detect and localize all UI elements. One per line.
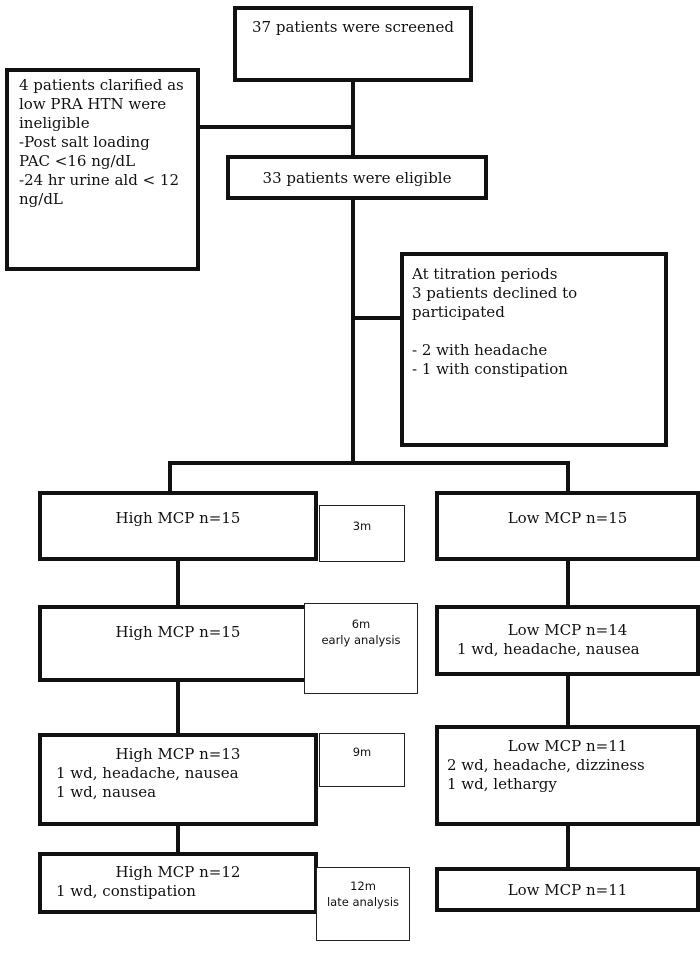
low-mcp-6m-count: Low MCP n=14 xyxy=(507,621,628,639)
high-mcp-3m-box: High MCP n=15 xyxy=(38,491,318,561)
low-mcp-3m-count: Low MCP n=15 xyxy=(507,509,628,527)
eligible-box: 33 patients were eligible xyxy=(226,155,488,200)
titration-box: At titration periods 3 patients declined… xyxy=(400,252,668,447)
low-mcp-12m-box: Low MCP n=11 xyxy=(435,867,700,912)
timepoint-9m-label: 9m xyxy=(352,745,372,759)
timepoint-6m-label: 6m xyxy=(351,617,371,631)
ineligible-text-5: PAC <16 ng/dL xyxy=(19,152,136,170)
low-mcp-9m-box: Low MCP n=11 2 wd, headache, dizziness 1… xyxy=(435,725,700,826)
ineligible-text-6: -24 hr urine ald < 12 xyxy=(19,171,179,189)
timepoint-12m-box: 12m late analysis xyxy=(316,867,410,941)
titration-text-1: At titration periods xyxy=(412,265,558,283)
titration-text-6: - 1 with constipation xyxy=(412,360,568,378)
screened-box: 37 patients were screened xyxy=(233,6,473,82)
low-mcp-9m-wd-1: 2 wd, headache, dizziness xyxy=(447,756,645,774)
ineligible-text-3: ineligible xyxy=(19,114,90,132)
titration-text-4 xyxy=(412,322,664,341)
timepoint-6m-note: early analysis xyxy=(321,633,401,647)
low-mcp-6m-wd-1: 1 wd, headache, nausea xyxy=(457,640,640,658)
high-mcp-9m-count: High MCP n=13 xyxy=(115,745,241,763)
high-mcp-12m-box: High MCP n=12 1 wd, constipation xyxy=(38,852,318,914)
low-mcp-6m-box: Low MCP n=14 1 wd, headache, nausea xyxy=(435,605,700,676)
timepoint-3m-label: 3m xyxy=(352,519,372,533)
timepoint-12m-label: 12m xyxy=(350,879,376,893)
ineligible-text-4: -Post salt loading xyxy=(19,133,150,151)
high-mcp-12m-count: High MCP n=12 xyxy=(115,863,241,881)
titration-text-3: participated xyxy=(412,303,505,321)
low-mcp-12m-count: Low MCP n=11 xyxy=(507,881,628,899)
timepoint-6m-box: 6m early analysis xyxy=(304,603,418,694)
high-mcp-3m-count: High MCP n=15 xyxy=(115,509,241,527)
low-mcp-3m-box: Low MCP n=15 xyxy=(435,491,700,561)
high-mcp-9m-wd-1: 1 wd, headache, nausea xyxy=(56,764,239,782)
ineligible-box: 4 patients clarified as low PRA HTN were… xyxy=(5,68,200,271)
high-mcp-9m-wd-2: 1 wd, nausea xyxy=(56,783,157,801)
titration-text-2: 3 patients declined to xyxy=(412,284,578,302)
timepoint-12m-note: late analysis xyxy=(326,895,400,909)
timepoint-3m-box: 3m xyxy=(319,505,405,562)
high-mcp-9m-box: High MCP n=13 1 wd, headache, nausea 1 w… xyxy=(38,733,318,826)
low-mcp-9m-wd-2: 1 wd, lethargy xyxy=(447,775,557,793)
ineligible-text-2: low PRA HTN were xyxy=(19,95,167,113)
ineligible-text-7: ng/dL xyxy=(19,190,63,208)
low-mcp-9m-count: Low MCP n=11 xyxy=(507,737,628,755)
high-mcp-6m-count: High MCP n=15 xyxy=(115,623,241,641)
ineligible-text-1: 4 patients clarified as xyxy=(19,76,184,94)
high-mcp-12m-wd-1: 1 wd, constipation xyxy=(56,882,196,900)
titration-text-5: - 2 with headache xyxy=(412,341,548,359)
high-mcp-6m-box: High MCP n=15 xyxy=(38,605,318,682)
screened-text: 37 patients were screened xyxy=(252,18,454,36)
timepoint-9m-box: 9m xyxy=(319,733,405,787)
eligible-text: 33 patients were eligible xyxy=(262,169,452,187)
